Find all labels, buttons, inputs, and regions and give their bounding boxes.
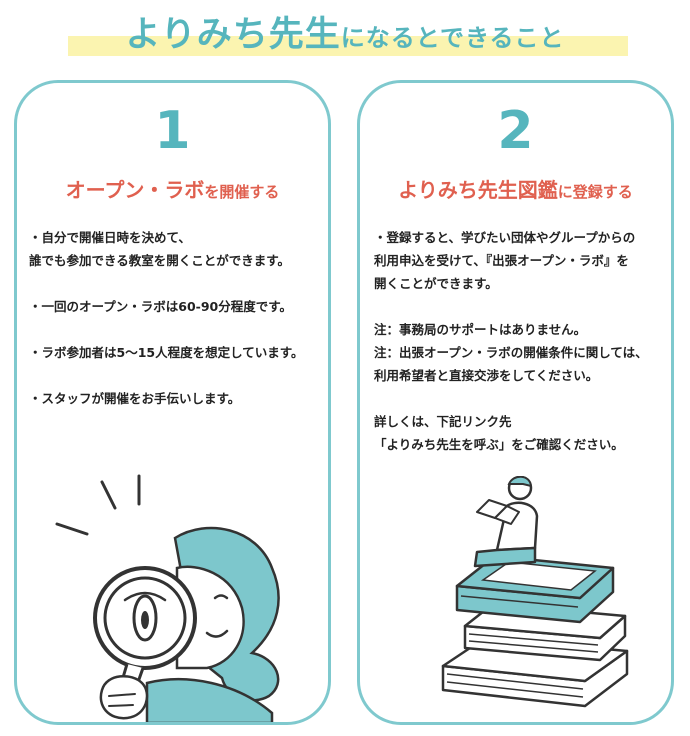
body-line: ・一回のオープン・ラボは60-90分程度です。 — [29, 299, 292, 314]
body-line: 開くことができます。 — [374, 276, 498, 291]
card-heading: よりみち先生図鑑に登録する — [360, 175, 671, 207]
body-gap — [29, 364, 328, 387]
body-line: 誰でも参加できる教室を開くことができます。 — [29, 253, 291, 268]
card-open-lab: 1 オープン・ラボを開催する ・自分で開催日時を決めて、 誰でも参加できる教室を… — [14, 80, 331, 725]
page-header: よりみち先生になるとできること — [0, 0, 690, 70]
card-heading-main: よりみち先生図鑑 — [398, 178, 558, 202]
body-gap — [29, 272, 328, 295]
body-line: 「よりみち先生を呼ぶ」をご確認ください。 — [374, 437, 624, 452]
body-line: 利用希望者と直接交渉をしてください。 — [374, 368, 599, 383]
body-gap — [374, 387, 671, 410]
card-heading-sub: を開催する — [204, 183, 280, 201]
card-number: 2 — [497, 101, 534, 161]
body-gap — [29, 318, 328, 341]
person-reading-on-books-icon — [441, 476, 629, 708]
card-heading: オープン・ラボを開催する — [17, 175, 328, 207]
card-register: 2 よりみち先生図鑑に登録する ・登録すると、学びたい団体やグループからの 利用… — [357, 80, 674, 725]
body-line: 利用申込を受けて、『出張オープン・ラボ』を — [374, 253, 629, 268]
body-line: ・ラボ参加者は5〜15人程度を想定しています。 — [29, 345, 304, 360]
body-line: 注：出張オープン・ラボの開催条件に関しては、 — [374, 345, 648, 360]
body-line: ・登録すると、学びたい団体やグループからの — [374, 230, 636, 245]
body-line: 注：事務局のサポートはありません。 — [374, 322, 587, 337]
body-line: ・スタッフが開催をお手伝いします。 — [29, 391, 241, 406]
page-title-sub: になるとできること — [340, 24, 565, 52]
card-body: ・登録すると、学びたい団体やグループからの 利用申込を受けて、『出張オープン・ラ… — [374, 226, 671, 456]
card-number: 1 — [154, 101, 191, 161]
magnifying-glass-person-icon — [55, 474, 280, 722]
title-highlight — [68, 36, 628, 56]
body-line: 詳しくは、下記リンク先 — [374, 414, 512, 429]
body-line: ・自分で開催日時を決めて、 — [29, 230, 191, 245]
page-title: よりみち先生になるとできること — [0, 6, 690, 57]
page-title-main: よりみち先生 — [125, 15, 341, 55]
body-gap — [374, 295, 671, 318]
card-heading-sub: に登録する — [557, 183, 633, 201]
card-body: ・自分で開催日時を決めて、 誰でも参加できる教室を開くことができます。 ・一回の… — [29, 226, 328, 410]
card-heading-main: オープン・ラボ — [65, 178, 205, 202]
